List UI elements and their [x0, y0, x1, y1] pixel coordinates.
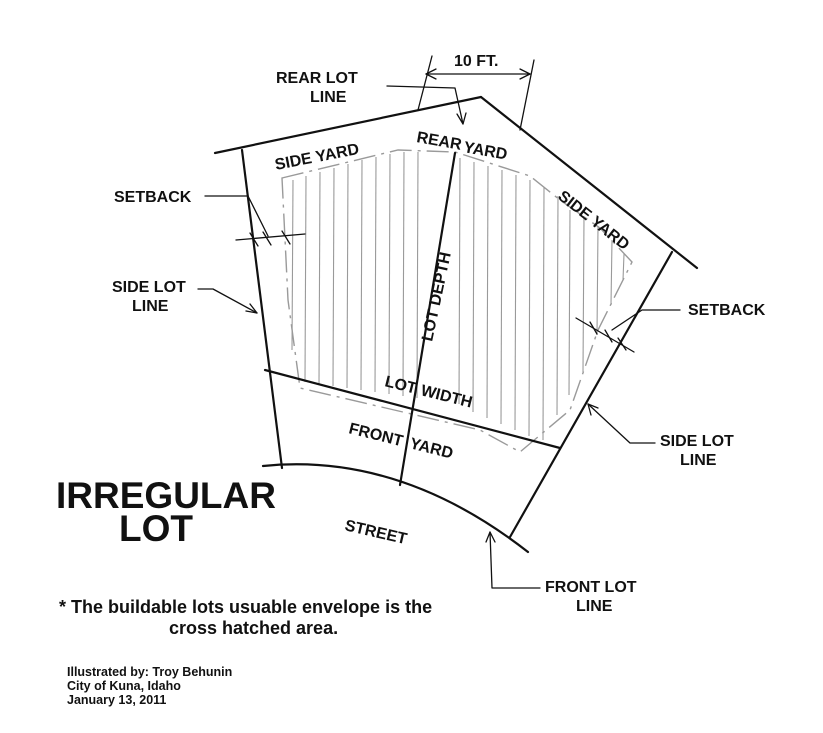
- rear-lot-line-leader-arrow: [456, 112, 467, 125]
- lot-depth-line: [398, 151, 457, 487]
- credit-illustrator: Illustrated by: Troy Behunin: [67, 665, 232, 679]
- side-lot-line-left-label-line1: SIDE LOT: [112, 279, 186, 296]
- front-yard-label-yard: YARD: [408, 435, 455, 462]
- side-lot-line-left: [240, 148, 284, 470]
- rear-yard-label-yard: YARD: [462, 139, 508, 163]
- title-line2: LOT: [119, 508, 193, 549]
- rear-lot-line-leader: [386, 85, 464, 125]
- setback-left-dimension: [235, 233, 306, 241]
- ten-ft-arrow-right: [519, 68, 531, 80]
- street-label: STREET: [343, 517, 409, 548]
- setback-left-leader: [204, 195, 269, 237]
- ten-ft-arrow-left: [425, 68, 437, 80]
- rear-yard-label-rear: REAR: [415, 129, 463, 154]
- buildable-envelope-outline: [281, 149, 633, 453]
- side-lot-line-right: [508, 250, 674, 539]
- setback-left-label: SETBACK: [114, 189, 192, 206]
- front-lot-line-arrow: [485, 531, 496, 543]
- credit-organization: City of Kuna, Idaho: [67, 679, 181, 693]
- rear-lot-line-right: [479, 95, 699, 270]
- setback-right-leader: [611, 309, 681, 331]
- front-yard-label-front: FRONT: [347, 420, 405, 450]
- ten-ft-extension-right: [519, 59, 535, 131]
- lot-width-label-lot: LOT: [383, 373, 418, 397]
- lot-width-label-width: WIDTH: [419, 382, 474, 411]
- setback-left-ticks: [249, 230, 291, 247]
- front-lot-line-label-line2: LINE: [576, 598, 613, 615]
- credit-date: January 13, 2011: [67, 693, 166, 707]
- lot-depth-label: LOT DEPTH: [419, 251, 454, 343]
- rear-lot-line-label-line1: REAR LOT: [276, 70, 358, 87]
- side-lot-line-right-label-line1: SIDE LOT: [660, 433, 734, 450]
- street-curve: [261, 463, 530, 554]
- ten-ft-label: 10 FT.: [454, 53, 498, 70]
- side-lot-line-left-arrow: [245, 303, 258, 314]
- side-lot-line-right-leader: [587, 403, 656, 444]
- side-lot-line-left-label-line2: LINE: [132, 298, 169, 315]
- buildable-envelope-hatch: [291, 151, 625, 441]
- setback-right-label: SETBACK: [688, 302, 766, 319]
- side-lot-line-left-leader: [197, 288, 258, 314]
- front-lot-line-label-line1: FRONT LOT: [545, 579, 637, 596]
- footnote-line2: cross hatched area.: [169, 618, 338, 638]
- side-lot-line-right-arrow: [587, 403, 599, 416]
- title-line1: IRREGULAR: [56, 475, 276, 516]
- side-yard-right-label: SIDE YARD: [555, 188, 633, 254]
- footnote-line1: * The buildable lots usuable envelope is…: [59, 597, 432, 617]
- setback-right-ticks: [589, 321, 627, 351]
- ten-ft-extension-left: [417, 55, 433, 111]
- front-lot-line-leader: [489, 531, 541, 589]
- rear-lot-line-left: [213, 95, 483, 155]
- rear-lot-line-label-line2: LINE: [310, 89, 347, 106]
- side-lot-line-right-label-line2: LINE: [680, 452, 717, 469]
